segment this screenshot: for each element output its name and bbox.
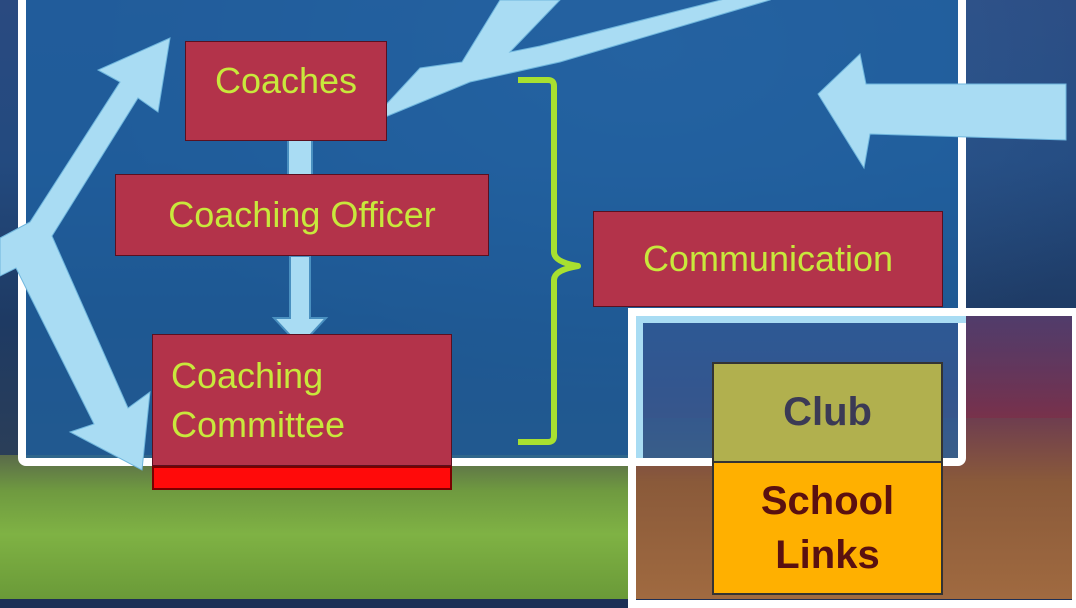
green-brace [518,77,581,445]
school-links-box: School Links [712,463,943,595]
light-blue-frame-edge [636,316,966,458]
communication-label: Communication [642,238,894,280]
school-label: School [760,479,895,523]
communication-box: Communication [593,211,943,307]
right-arrow-to-communication [817,53,1067,170]
links-label: Links [775,533,880,577]
coaching-officer-label: Coaching Officer [168,194,436,236]
coaches-label: Coaches [214,60,358,101]
club-label: Club [783,390,872,434]
coaching-committee-label-line2: Committee [171,404,346,445]
coaching-committee-label-line1: Coaching [171,354,324,396]
officer-committee-arrow [271,255,329,348]
coaching-officer-box: Coaching Officer [115,174,489,256]
coaches-box: Coaches [185,41,387,141]
coaching-committee-box: Coaching Committee [152,334,452,466]
lightning-arrow-to-coaches [367,0,771,125]
club-box: Club [712,362,943,463]
red-bar [152,466,452,490]
left-double-arrow [0,37,171,471]
